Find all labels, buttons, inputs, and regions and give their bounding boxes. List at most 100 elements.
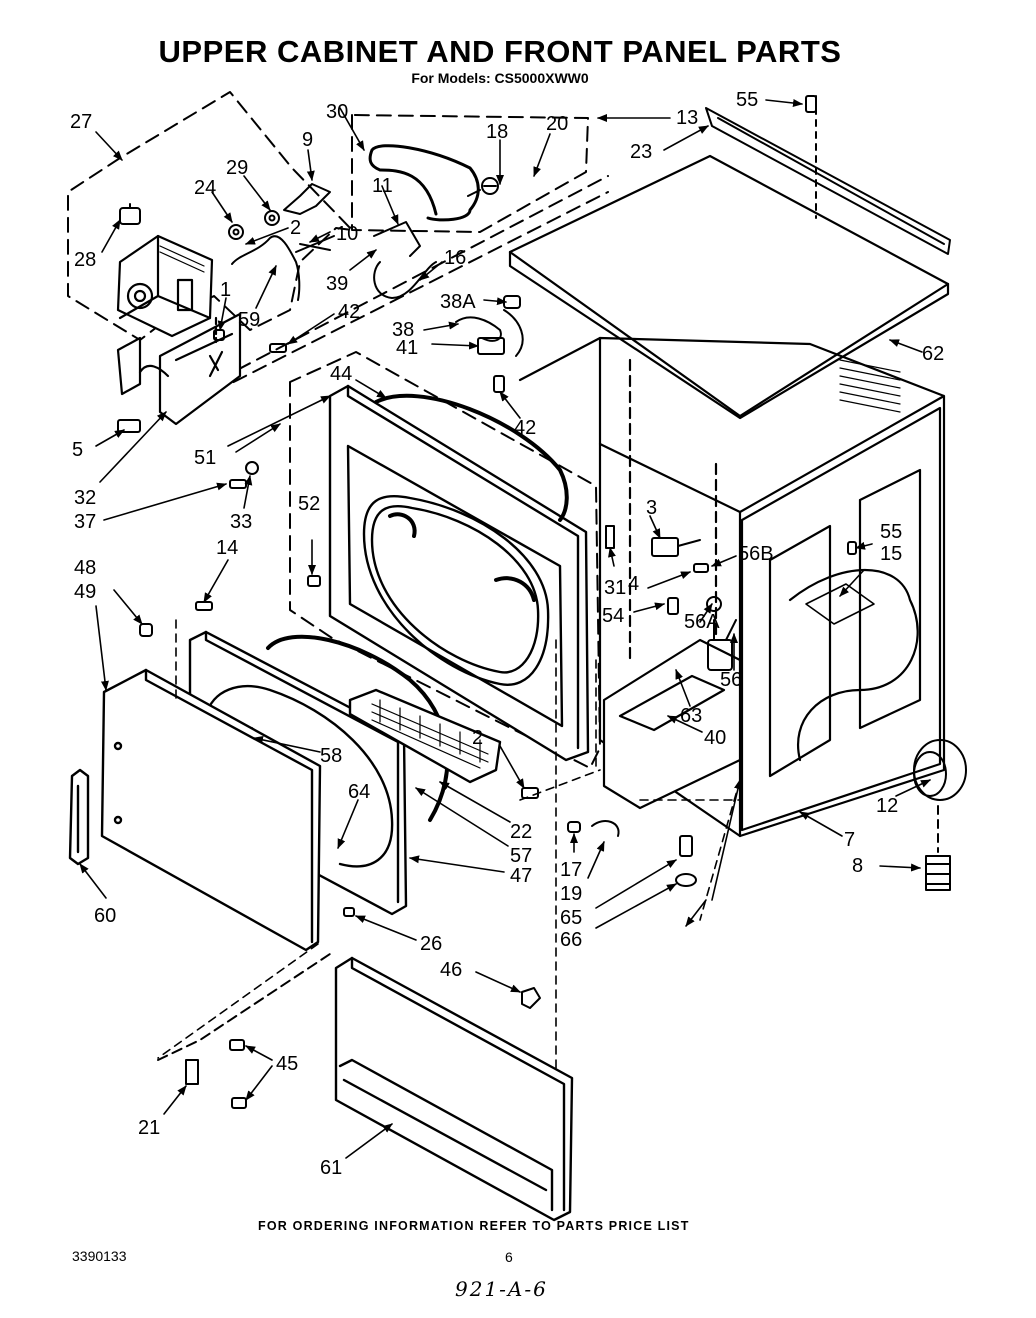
door-handle: [68, 768, 90, 866]
callout-label: 42: [338, 301, 360, 323]
callout-label: 47: [510, 865, 532, 887]
model-subtitle: For Models: CS5000XWW0: [411, 70, 589, 86]
motor-bracket: [283, 183, 331, 215]
callout-label: 8: [852, 855, 863, 877]
callout-label: 23: [630, 141, 652, 163]
callout-label: 3: [646, 497, 657, 519]
rear-rail: [705, 95, 951, 255]
panel-clip: [521, 987, 541, 1009]
callout-label: 65: [560, 907, 582, 929]
callout-label: 56B: [738, 543, 774, 565]
cabinet-bracket: [651, 537, 701, 557]
group-outlines: [67, 91, 609, 769]
toe-bracket: [157, 953, 331, 1085]
callout-label: 48: [74, 557, 96, 579]
callout-label: 62: [922, 343, 944, 365]
callout-label: 56: [720, 669, 742, 691]
callout-label: 22: [510, 821, 532, 843]
callout-label: 49: [74, 581, 96, 603]
timer-cam: [119, 203, 141, 225]
hose-clamp: [467, 177, 499, 197]
callout-label: 44: [330, 363, 352, 385]
callout-label: 21: [138, 1117, 160, 1139]
page-title: UPPER CABINET AND FRONT PANEL PARTS: [158, 34, 842, 69]
callout-label: 26: [420, 933, 442, 955]
callout-label: 17: [560, 859, 582, 881]
callout-label: 12: [876, 795, 898, 817]
drive-motor: [116, 234, 214, 338]
callout-label: 58: [320, 745, 342, 767]
document-number: 3390133: [72, 1248, 127, 1264]
callout-label: 2: [472, 727, 483, 749]
callout-label: 39: [326, 273, 348, 295]
callout-label: 15: [880, 543, 902, 565]
motor-mount-bracket: [116, 312, 242, 426]
callout-label: 10: [336, 223, 358, 245]
callout-label: 4: [628, 573, 639, 595]
ordering-note: FOR ORDERING INFORMATION REFER TO PARTS …: [258, 1219, 690, 1233]
callout-label: 64: [348, 781, 370, 803]
callout-label: 52: [298, 493, 320, 515]
callout-label: 14: [216, 537, 238, 559]
screws: [117, 95, 857, 1109]
callout-label: 1: [220, 279, 231, 301]
page-number: 6: [505, 1249, 513, 1265]
door-switch: [455, 309, 524, 357]
wire-clip: [591, 820, 620, 837]
leveling-foot: [913, 739, 967, 891]
callout-label: 24: [194, 177, 216, 199]
callout-label: 37: [74, 511, 96, 533]
callout-label: 18: [486, 121, 508, 143]
callout-label: 5: [72, 439, 83, 461]
callout-labels: 27 30 9 13 18 20 55 23 29 24 11 2 10 28 …: [70, 89, 944, 1179]
door-catch: [605, 525, 615, 549]
callout-label: 28: [74, 249, 96, 271]
callout-label: 66: [560, 929, 582, 951]
callout-label: 27: [70, 111, 92, 133]
callout-label: 9: [302, 129, 313, 151]
callout-label: 59: [238, 309, 260, 331]
callout-label: 60: [94, 905, 116, 927]
callout-label: 38A: [440, 291, 476, 313]
callout-label: 45: [276, 1053, 298, 1075]
handwritten-note: 921-A-6: [455, 1277, 548, 1301]
loading-door: [328, 384, 590, 762]
callout-label: 63: [680, 705, 702, 727]
callout-label: 54: [602, 605, 624, 627]
cabinet: [518, 336, 946, 838]
callout-label: 29: [226, 157, 248, 179]
callout-label: 51: [194, 447, 216, 469]
callout-label: 56A: [684, 611, 720, 633]
callout-label: 2: [290, 217, 301, 239]
duct-hose: [368, 144, 480, 222]
callout-label: 13: [676, 107, 698, 129]
callout-label: 38: [392, 319, 414, 341]
callout-label: 33: [230, 511, 252, 533]
callout-label: 19: [560, 883, 582, 905]
leader-lines: [79, 99, 931, 1159]
callout-label: 61: [320, 1157, 342, 1179]
assembly-lines: [157, 619, 741, 1071]
callout-label: 30: [326, 101, 348, 123]
callout-label: 31: [604, 577, 626, 599]
motor-harness: [231, 235, 301, 301]
callout-label: 42: [514, 417, 536, 439]
callout-label: 32: [74, 487, 96, 509]
toe-panel: [334, 956, 574, 1222]
switch-bracket: [295, 221, 421, 257]
top-panel: [508, 154, 950, 420]
callout-label: 41: [396, 337, 418, 359]
washers: [228, 210, 280, 240]
label-plate: [805, 583, 875, 625]
callout-label: 7: [844, 829, 855, 851]
callout-label: 16: [444, 247, 466, 269]
callout-label: 20: [546, 113, 568, 135]
callout-label: 11: [372, 175, 393, 197]
callout-label: 57: [510, 845, 532, 867]
callout-label: 55: [880, 521, 902, 543]
callout-label: 40: [704, 727, 726, 749]
thermal-fuse: [707, 619, 737, 671]
callout-label: 46: [440, 959, 462, 981]
callout-label: 55: [736, 89, 758, 111]
